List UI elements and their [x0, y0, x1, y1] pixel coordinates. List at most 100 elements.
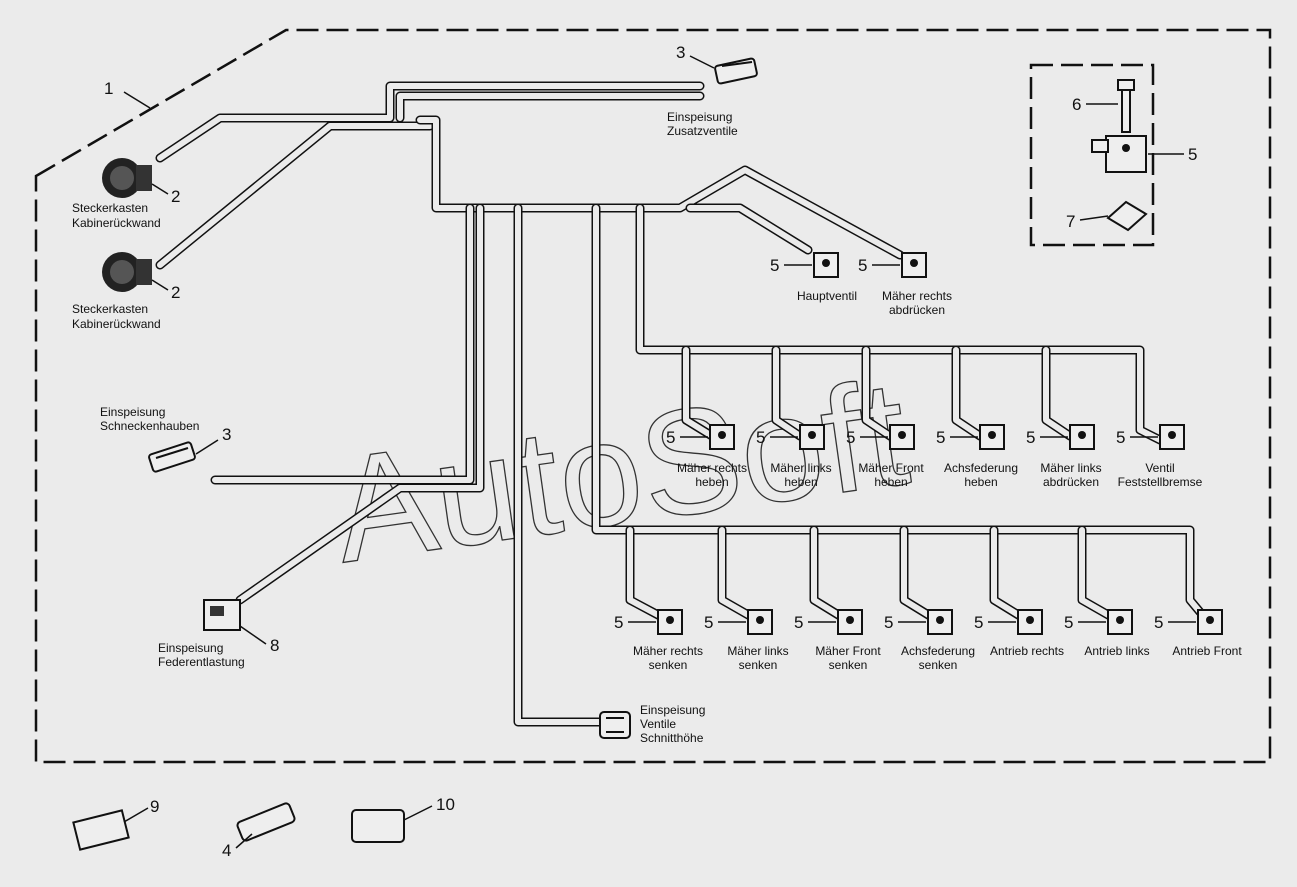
valve-label: Achsfederung: [901, 644, 975, 658]
callout-5: 5: [846, 428, 855, 447]
svg-text:4: 4: [222, 841, 231, 860]
valve-plug-icon: 5: [666, 424, 735, 450]
label-steckerkasten-2: Steckerkasten Kabinerückwand: [72, 302, 161, 331]
label-federentlastung: Einspeisung Federentlastung: [158, 641, 245, 669]
valve-label: Mäher links: [1040, 461, 1101, 475]
valve-plug-icon: 5: [884, 609, 953, 635]
svg-text:Steckerkasten: Steckerkasten: [72, 302, 148, 316]
cable-harness: [155, 81, 1205, 727]
callout-1: 1: [104, 79, 151, 109]
svg-text:3: 3: [676, 43, 685, 62]
valve-label: Mäher rechts: [633, 644, 703, 658]
callout-5: 5: [936, 428, 945, 447]
assembly-boundary: [34, 28, 1272, 764]
label-steckerkasten-1: Steckerkasten Kabinerückwand: [72, 201, 161, 230]
label-hauptventil: Hauptventil: [797, 289, 857, 303]
svg-text:3: 3: [222, 425, 231, 444]
svg-text:Federentlastung: Federentlastung: [158, 655, 245, 669]
valve-plug-detail-icon: [1091, 135, 1147, 173]
label-schneckenhauben: Einspeisung Schneckenhauben: [100, 405, 199, 433]
valve-plug-icon: 5: [1116, 424, 1185, 450]
callout-6: 6: [1072, 95, 1118, 114]
callout-5: 5: [1026, 428, 1035, 447]
callout-5: 5: [1064, 613, 1073, 632]
plug-connector-icon: [148, 441, 196, 473]
valve-plug-icon: 5: [794, 609, 863, 635]
round-connector-icon: [102, 252, 152, 292]
svg-text:2: 2: [171, 283, 180, 302]
svg-text:abdrücken: abdrücken: [889, 303, 945, 317]
svg-text:10: 10: [436, 795, 455, 814]
callout-9: 9: [123, 797, 159, 823]
valve-label: Mäher links: [727, 644, 788, 658]
callout-5-detail: 5: [1148, 145, 1197, 164]
valve-label: Achsfederung: [944, 461, 1018, 475]
valve-plug-icon: 5: [614, 609, 683, 635]
callout-5: 5: [858, 256, 867, 275]
valve-label: heben: [784, 475, 817, 489]
callout-5: 5: [1154, 613, 1163, 632]
bolt-icon: [1117, 79, 1135, 133]
svg-text:Mäher rechts: Mäher rechts: [882, 289, 952, 303]
callout-2a: 2: [151, 183, 180, 206]
callout-3a: 3: [676, 43, 715, 69]
svg-text:2: 2: [171, 187, 180, 206]
svg-text:Schnitthöhe: Schnitthöhe: [640, 731, 704, 745]
svg-text:Einspeisung: Einspeisung: [100, 405, 165, 419]
valve-label: abdrücken: [1043, 475, 1099, 489]
callout-5: 5: [974, 613, 983, 632]
callout-3b: 3: [195, 425, 231, 455]
svg-text:Einspeisung: Einspeisung: [158, 641, 223, 655]
valve-label: Antrieb Front: [1172, 644, 1242, 658]
valve-plug-icon: 5: [936, 424, 1005, 450]
valve-label: senken: [739, 658, 778, 672]
svg-text:5: 5: [1188, 145, 1197, 164]
valve-plug-icon: 5: [1064, 609, 1133, 635]
connector-housing-icon: [72, 809, 130, 851]
svg-text:Hauptventil: Hauptventil: [797, 289, 857, 303]
callout-8: 8: [239, 625, 279, 655]
callout-2b: 2: [151, 279, 180, 302]
multipin-connector-icon: [599, 711, 631, 739]
valve-label: Mäher Front: [858, 461, 924, 475]
valve-label: Mäher Front: [815, 644, 881, 658]
valve-label: heben: [695, 475, 728, 489]
label-zusatzventile: Einspeisung Zusatzventile: [667, 110, 738, 138]
callout-5: 5: [1116, 428, 1125, 447]
svg-text:1: 1: [104, 79, 113, 98]
valve-label: heben: [964, 475, 997, 489]
svg-text:Zusatzventile: Zusatzventile: [667, 124, 738, 138]
valve-label: Ventil: [1145, 461, 1174, 475]
svg-text:8: 8: [270, 636, 279, 655]
valve-plug-icon: 5: [1154, 609, 1223, 635]
svg-text:Steckerkasten: Steckerkasten: [72, 201, 148, 215]
plug-part-icon: [236, 802, 296, 842]
svg-text:9: 9: [150, 797, 159, 816]
valve-plug-icon: 5: [756, 424, 825, 450]
valve-plug-icon: 5: [858, 252, 927, 278]
valve-label: Mäher rechts: [677, 461, 747, 475]
gasket-icon: [1106, 200, 1148, 232]
svg-text:6: 6: [1072, 95, 1081, 114]
callout-5: 5: [614, 613, 623, 632]
callout-7: 7: [1066, 212, 1109, 231]
label-maeher-rechts-abdruecken: Mäher rechts abdrücken: [882, 289, 952, 317]
valve-label: heben: [874, 475, 907, 489]
svg-text:7: 7: [1066, 212, 1075, 231]
valve-plug-icon: 5: [704, 609, 773, 635]
valve-plug-icon: 5: [846, 424, 915, 450]
valve-label: senken: [829, 658, 868, 672]
valve-label: Feststellbremse: [1118, 475, 1203, 489]
valve-plug-icon: 5: [1026, 424, 1095, 450]
svg-text:Kabinerückwand: Kabinerückwand: [72, 216, 161, 230]
svg-text:Schneckenhauben: Schneckenhauben: [100, 419, 199, 433]
valve-plug-icon: 5: [974, 609, 1043, 635]
callout-10: 10: [403, 795, 455, 821]
label-schnitthoehe: Einspeisung Ventile Schnitthöhe: [640, 703, 705, 745]
svg-text:Ventile: Ventile: [640, 717, 676, 731]
round-connector-icon: [102, 158, 152, 198]
valve-label: Mäher links: [770, 461, 831, 475]
